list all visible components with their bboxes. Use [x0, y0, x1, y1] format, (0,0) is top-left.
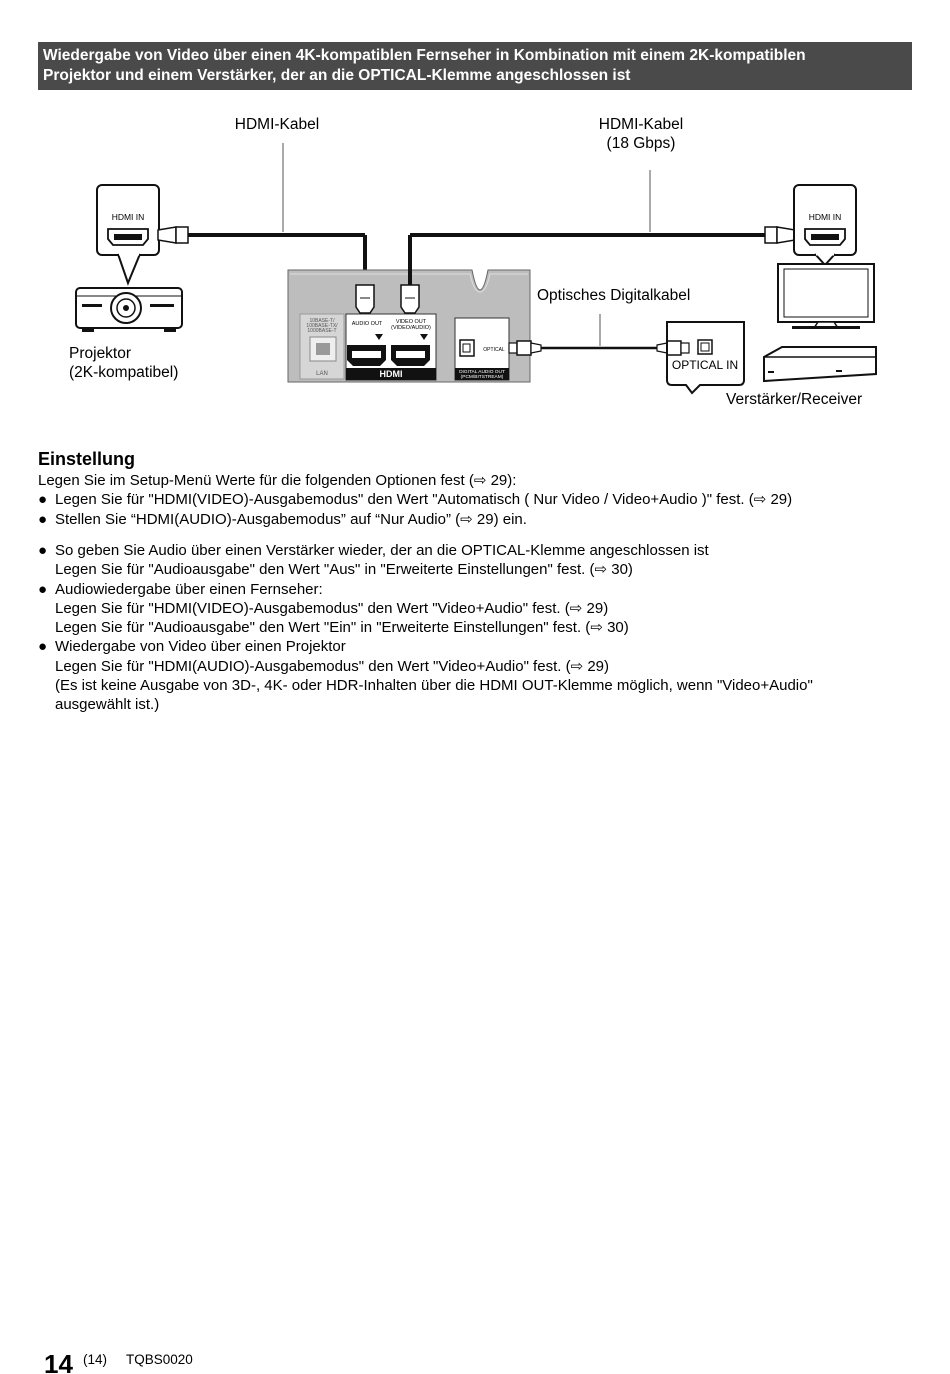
- bullet-detail: Legen Sie für "HDMI(VIDEO)-Ausgabemodus"…: [38, 599, 918, 618]
- svg-text:10BASE-T/: 10BASE-T/: [309, 318, 335, 324]
- bullet-heading: Wiedergabe von Video über einen Projekto…: [55, 638, 346, 656]
- bullet-item: ● Legen Sie für "HDMI(VIDEO)-Ausgabemodus…: [38, 490, 918, 509]
- page-ref: 30: [607, 619, 624, 637]
- intro-end: ):: [507, 472, 517, 489]
- svg-text:HDMI IN: HDMI IN: [112, 212, 145, 222]
- svg-text:(VIDEO/AUDIO): (VIDEO/AUDIO): [391, 325, 431, 331]
- bullet-item: ● Wiedergabe von Video über einen Projekt…: [38, 637, 918, 656]
- bullet-item: ● Audiowiedergabe über einen Fernseher:: [38, 580, 918, 599]
- instruction-end: ): [604, 657, 610, 675]
- bullet-dot: ●: [38, 542, 48, 559]
- instruction-text: Legen Sie für "HDMI(VIDEO)-Ausgabemodus"…: [55, 491, 754, 509]
- page-ref: 29: [586, 599, 604, 617]
- bullet-list-b: ● So geben Sie Audio über einen Verstärke…: [38, 541, 918, 715]
- instruction-end: ): [787, 491, 793, 509]
- projector-hdmi-in-callout: HDMI IN: [96, 184, 160, 286]
- page-ref-arrow-icon: ⇨: [594, 561, 608, 579]
- section-title: Einstellung: [38, 449, 136, 469]
- player-hdmi-plugs: [355, 233, 765, 314]
- projector-label: Projektor: [69, 345, 132, 362]
- tv-graphic: [777, 263, 875, 329]
- svg-text:VIDEO OUT: VIDEO OUT: [396, 319, 427, 325]
- connection-diagram-graphic: HDMI IN 10BASE: [75, 143, 877, 395]
- svg-text:(PCM/BITSTREAM): (PCM/BITSTREAM): [461, 374, 504, 380]
- page-ref: 29: [476, 510, 494, 528]
- instruction-end: ): [623, 619, 629, 637]
- page-ref: 29: [770, 491, 788, 509]
- left-hdmi-plug: [157, 226, 367, 285]
- bullet-dot: ●: [38, 491, 48, 509]
- header-line-1: Wiedergabe von Video über einen 4K-kompa…: [43, 47, 806, 64]
- page-ref: 29: [490, 472, 508, 489]
- page-ref-arrow-icon: ⇨: [569, 599, 583, 617]
- bullet-list-a: ● Legen Sie für "HDMI(VIDEO)-Ausgabemodus…: [38, 490, 918, 529]
- page-ref-arrow-icon: ⇨: [473, 472, 487, 489]
- amplifier-label: Verstärker/Receiver: [726, 391, 863, 408]
- svg-text:AUDIO OUT: AUDIO OUT: [352, 321, 383, 327]
- page-ref-arrow-icon: ⇨: [460, 510, 473, 528]
- bullet-item: ● Stellen Sie “HDMI(AUDIO)-Ausgabemodus” …: [38, 510, 918, 529]
- bullet-detail: Legen Sie für "Audioausgabe" den Wert "A…: [38, 560, 918, 579]
- amplifier-graphic: [763, 346, 877, 383]
- hdmi-cable-right-label: HDMI-Kabel: [598, 116, 684, 133]
- bullet-dot: ●: [38, 580, 48, 598]
- hdmi-cable-speed-label: (18 Gbps): [606, 135, 676, 152]
- bullet-detail: Legen Sie für "HDMI(AUDIO)-Ausgabemodus"…: [38, 657, 918, 676]
- bullet-heading: Audiowiedergabe über einen Fernseher:: [55, 580, 323, 598]
- optical-in-callout: OPTICAL IN: [666, 321, 745, 395]
- instruction-text: Legen Sie für "HDMI(VIDEO)-Ausgabemodus"…: [55, 599, 570, 617]
- bullet-detail: Legen Sie für "Audioausgabe" den Wert "E…: [38, 618, 918, 637]
- intro-text: Legen Sie im Setup-Menü Werte für die fo…: [38, 472, 474, 489]
- bullet-note: (Es ist keine Ausgabe von 3D-, 4K- oder …: [55, 677, 813, 695]
- connection-diagram: HDMI IN 10BASE: [0, 100, 950, 420]
- svg-text:1000BASE-T: 1000BASE-T: [307, 328, 336, 334]
- svg-text:HDMI IN: HDMI IN: [809, 212, 842, 222]
- settings-intro-block: Legen Sie im Setup-Menü Werte für die fo…: [38, 471, 918, 529]
- svg-text:DIGITAL AUDIO OUT: DIGITAL AUDIO OUT: [459, 369, 505, 375]
- instruction-text: Legen Sie für "HDMI(AUDIO)-Ausgabemodus"…: [55, 657, 571, 675]
- bullet-note: ausgewählt ist.): [55, 696, 160, 714]
- bullet-dot: ●: [38, 510, 48, 528]
- optical-cable-label: Optisches Digitalkabel: [537, 287, 691, 304]
- svg-text:100BASE-TX/: 100BASE-TX/: [306, 323, 338, 329]
- optical-cable: [508, 340, 690, 356]
- page-ref: 29: [587, 657, 605, 675]
- page-ref-arrow-icon: ⇨: [590, 619, 603, 637]
- tv-hdmi-in-callout: HDMI IN: [793, 184, 857, 267]
- bullet-dot: ●: [38, 638, 48, 656]
- right-hdmi-plug: [764, 226, 796, 244]
- instruction-text: Legen Sie für "Audioausgabe" den Wert "A…: [55, 561, 595, 579]
- instruction-end: ) ein.: [493, 510, 527, 528]
- section-header-bar: Wiedergabe von Video über einen 4K-kompa…: [38, 42, 912, 90]
- document-code: TQBS0020: [126, 1352, 193, 1367]
- projector-sub-label: (2K-kompatibel): [69, 364, 179, 381]
- svg-text:OPTICAL: OPTICAL: [483, 347, 505, 353]
- page-ref: 30: [611, 561, 628, 579]
- instruction-end: ): [627, 561, 633, 579]
- instruction-text: Legen Sie für "Audioausgabe" den Wert "E…: [55, 619, 591, 637]
- page-sub-number: (14): [83, 1352, 108, 1367]
- bullet-heading: So geben Sie Audio über einen Verstärker…: [55, 542, 709, 559]
- svg-text:OPTICAL IN: OPTICAL IN: [672, 358, 738, 372]
- hdmi-cable-left-label: HDMI-Kabel: [234, 116, 320, 133]
- projector-graphic: [75, 287, 183, 332]
- svg-text:LAN: LAN: [316, 371, 328, 377]
- instruction-end: ): [603, 599, 609, 617]
- page-ref-arrow-icon: ⇨: [570, 657, 584, 675]
- svg-text:HDMI: HDMI: [380, 369, 403, 379]
- header-line-2: Projektor und einem Verstärker, der an d…: [43, 66, 631, 84]
- page-ref-arrow-icon: ⇨: [753, 491, 767, 509]
- intro-line: Legen Sie im Setup-Menü Werte für die fo…: [38, 471, 918, 490]
- player-back-panel: 10BASE-T/ 100BASE-TX/ 1000BASE-T LAN HDM…: [287, 269, 531, 383]
- bullet-item: ● So geben Sie Audio über einen Verstärke…: [38, 541, 918, 560]
- instruction-text: Stellen Sie “HDMI(AUDIO)-Ausgabemodus” a…: [55, 510, 461, 528]
- page-number: 14: [44, 1349, 73, 1374]
